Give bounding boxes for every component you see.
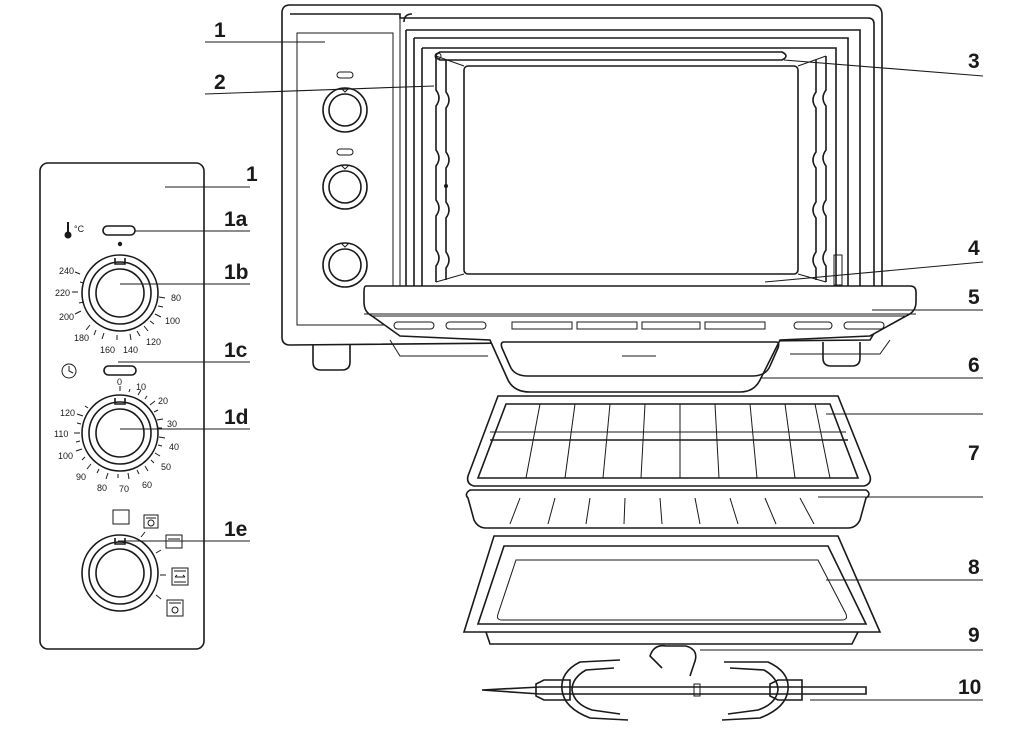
timer-tick-90: 90: [76, 472, 86, 482]
timer-tick-50: 50: [161, 462, 171, 472]
thermostat-tick-240: 240: [59, 266, 74, 276]
callout-1-top: 1: [214, 19, 226, 42]
leader-lines: [118, 41, 984, 701]
callout-1b: 1b: [224, 261, 249, 284]
callout-1d: 1d: [224, 406, 249, 429]
timer-indicator: [61, 363, 137, 379]
timer-tick-70: 70: [119, 484, 129, 494]
callout-1a: 1a: [224, 208, 248, 231]
timer-tick-0: 0: [117, 377, 122, 387]
callout-9: 9: [968, 624, 980, 647]
callout-1c: 1c: [224, 339, 248, 362]
off-icon: [112, 509, 130, 525]
timer-tick-20: 20: [158, 396, 168, 406]
callout-5: 5: [968, 286, 980, 309]
timer-tick-30: 30: [167, 419, 177, 429]
fan-grill-icon: [143, 514, 159, 529]
bottom-fan-icon: [166, 599, 184, 617]
thermostat-knob[interactable]: 240 220 200 180 160 140 120 100 80: [55, 254, 181, 355]
oven-body: [281, 4, 883, 371]
thermostat-tick-100: 100: [165, 316, 180, 326]
baking-tray: [462, 535, 882, 645]
thermostat-indicator: °C: [64, 222, 136, 247]
timer-tick-10: 10: [136, 382, 146, 392]
timer-tick-80: 80: [97, 483, 107, 493]
callout-labels: 1 2 3 4 5 6 7 8 9 10 1 1a 1b 1c 1d 1e: [214, 19, 981, 699]
function-selector[interactable]: [81, 509, 189, 617]
rotisserie: [481, 644, 867, 721]
callout-10: 10: [958, 676, 981, 699]
clock-icon: [61, 363, 77, 379]
callout-1-panel: 1: [246, 163, 258, 186]
oven-knobs: [322, 71, 368, 288]
timer-tick-100: 100: [58, 451, 73, 461]
timer-tick-40: 40: [169, 442, 179, 452]
timer-tick-110: 110: [54, 429, 68, 439]
timer-tick-marks: [74, 386, 166, 480]
timer-tick-120: 120: [60, 408, 75, 418]
thermostat-tick-160: 160: [100, 345, 115, 355]
callout-6: 6: [968, 354, 980, 377]
wire-racks: [465, 395, 872, 529]
timer-tick-60: 60: [142, 480, 152, 490]
thermostat-tick-200: 200: [59, 312, 74, 322]
thermostat-tick-220: 220: [55, 288, 70, 298]
timer-knob[interactable]: 0 10 20 30 40 50 60 70 80 90 100 110 120: [54, 377, 179, 494]
thermostat-tick-180: 180: [74, 333, 89, 343]
callout-7: 7: [968, 442, 980, 465]
top-bottom-element-icon: [171, 567, 189, 586]
thermostat-tick-80: 80: [171, 293, 181, 303]
callout-4: 4: [968, 237, 980, 260]
callout-8: 8: [968, 556, 980, 579]
thermostat-tick-marks: [72, 271, 166, 341]
control-panel: [39, 162, 205, 650]
thermostat-tick-140: 140: [123, 345, 138, 355]
callout-2: 2: [214, 71, 226, 94]
callout-3: 3: [968, 50, 980, 73]
callout-1e: 1e: [224, 518, 247, 541]
oven-door: [363, 285, 917, 393]
thermostat-tick-120: 120: [146, 337, 161, 347]
temperature-unit-label: °C: [74, 224, 85, 234]
